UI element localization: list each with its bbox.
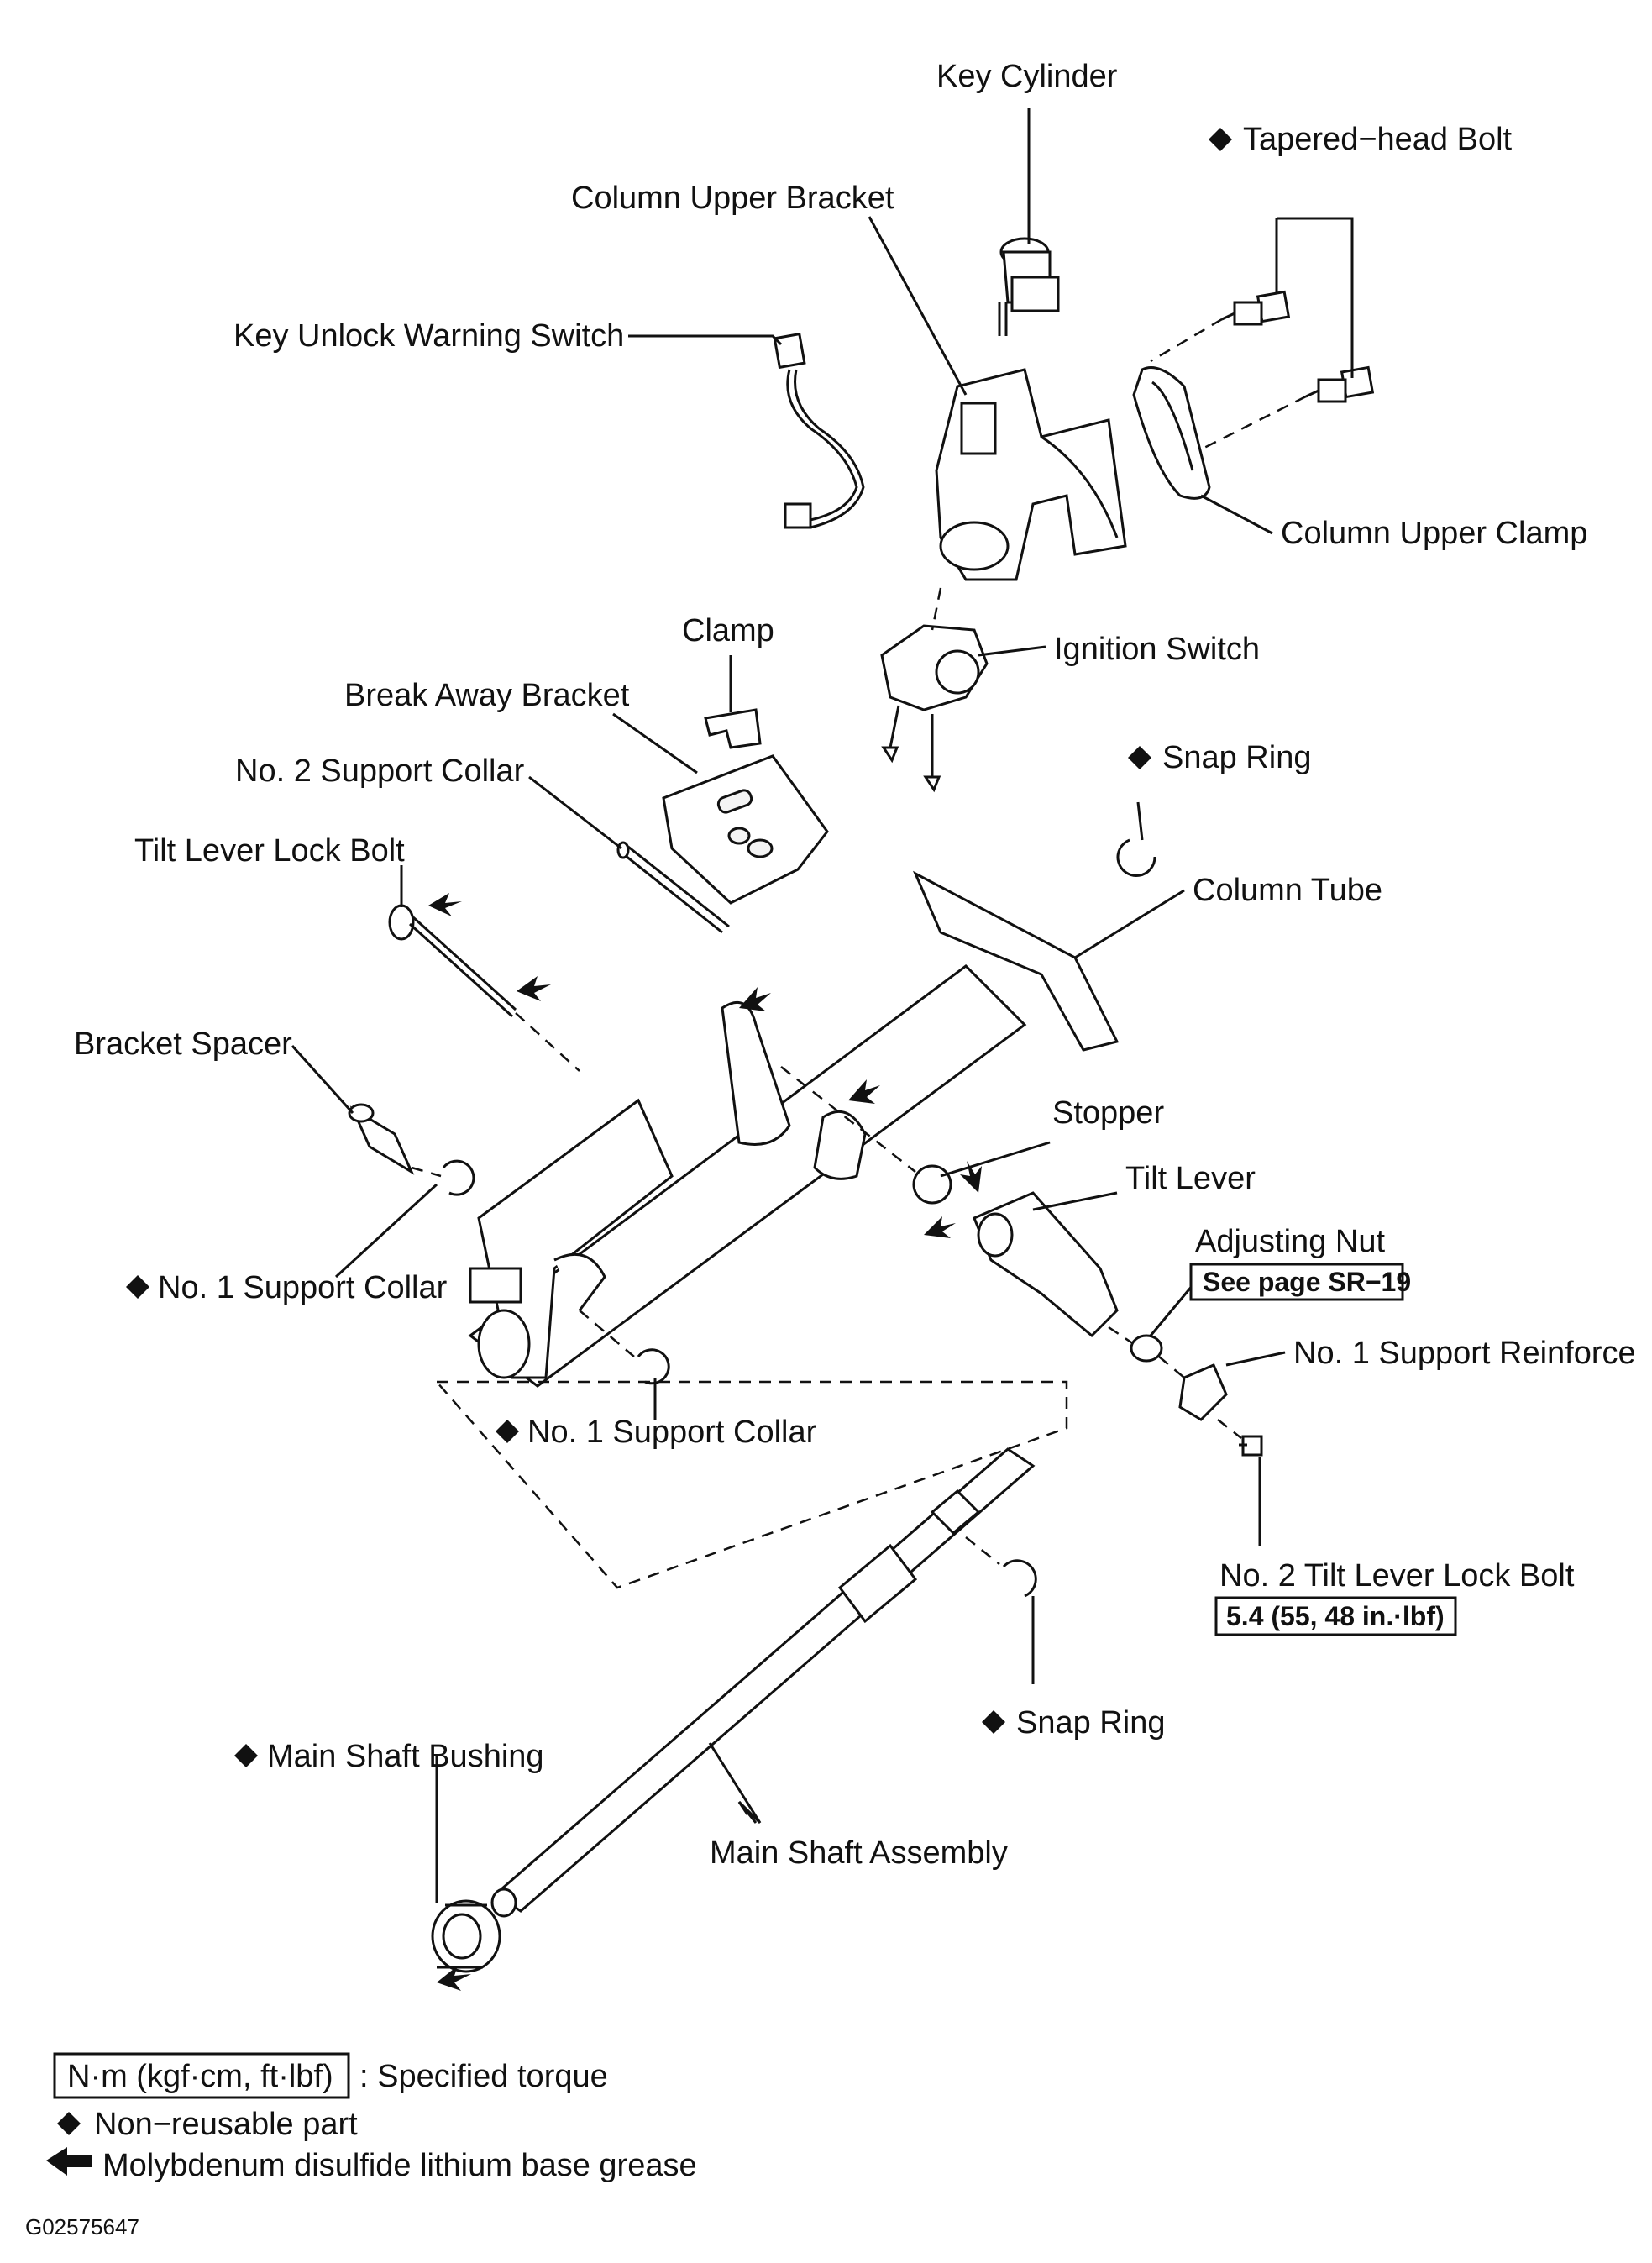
label-no2-tilt-lever-lock-bolt: No. 2 Tilt Lever Lock Bolt bbox=[1219, 1558, 1575, 1594]
leader-lines bbox=[291, 108, 1354, 1903]
no2-tilt-lever-lock-bolt-torque-box bbox=[1214, 1596, 1457, 1636]
label-column-upper-clamp: Column Upper Clamp bbox=[1281, 516, 1587, 551]
column-tube-part bbox=[468, 870, 1120, 1388]
diamond-icon bbox=[496, 1420, 519, 1443]
label-no1-support-collar-left: No. 1 Support Collar bbox=[158, 1270, 448, 1305]
adjusting-nut-part bbox=[1130, 1334, 1163, 1363]
diamond-icon bbox=[234, 1744, 258, 1767]
label-break-away-bracket: Break Away Bracket bbox=[344, 678, 630, 713]
label-no1-support-collar-center: No. 1 Support Collar bbox=[527, 1415, 817, 1450]
legend-torque-box-text: N·m (kgf·cm, ft·lbf) bbox=[67, 2059, 333, 2094]
grease-arrow-icon bbox=[46, 2147, 92, 2176]
no2-tilt-lever-lock-bolt-part bbox=[1217, 1419, 1263, 1457]
legend: N·m (kgf·cm, ft·lbf) : Specified torque … bbox=[25, 2052, 697, 2239]
label-stopper: Stopper bbox=[1052, 1095, 1164, 1131]
label-tilt-lever-lock-bolt: Tilt Lever Lock Bolt bbox=[134, 833, 405, 869]
label-clamp: Clamp bbox=[682, 613, 774, 648]
main-shaft-assembly-part bbox=[436, 1380, 1068, 1918]
label-tapered-head-bolt: Tapered−head Bolt bbox=[1243, 122, 1513, 157]
main-shaft-bushing-part bbox=[431, 1899, 501, 1973]
label-main-shaft-bushing: Main Shaft Bushing bbox=[267, 1739, 544, 1774]
label-adjusting-nut: Adjusting Nut bbox=[1195, 1224, 1385, 1259]
label-key-unlock-warning-switch: Key Unlock Warning Switch bbox=[233, 318, 624, 354]
clamp-part bbox=[704, 708, 762, 749]
label-no2-tilt-lever-lock-bolt-torque: 5.4 (55, 48 in.·lbf) bbox=[1226, 1601, 1445, 1631]
label-ignition-switch: Ignition Switch bbox=[1054, 632, 1260, 667]
key-unlock-warning-switch-part bbox=[773, 332, 865, 529]
label-main-shaft-assembly: Main Shaft Assembly bbox=[710, 1835, 1008, 1871]
bracket-spacer-part bbox=[348, 1103, 442, 1178]
key-cylinder-part bbox=[998, 237, 1060, 336]
label-snap-ring-bottom: Snap Ring bbox=[1016, 1705, 1165, 1741]
part-labels: Key Cylinder Tapered−head Bolt Column Up… bbox=[74, 59, 1636, 1871]
break-away-bracket-part bbox=[662, 754, 829, 905]
diamond-icon bbox=[1209, 128, 1232, 151]
legend-torque-text: : Specified torque bbox=[359, 2059, 608, 2094]
label-no1-support-reinforce: No. 1 Support Reinforce bbox=[1293, 1336, 1636, 1371]
no2-support-collar-part bbox=[616, 841, 730, 934]
no1-support-collar-left-part bbox=[442, 1159, 475, 1196]
label-adjusting-nut-ref: See page SR−19 bbox=[1203, 1267, 1411, 1297]
grease-arrows bbox=[428, 893, 982, 1991]
column-upper-clamp-part bbox=[1132, 366, 1211, 500]
legend-torque-box bbox=[53, 2052, 350, 2099]
legend-nonreusable-text: Non−reusable part bbox=[94, 2107, 358, 2142]
label-tilt-lever: Tilt Lever bbox=[1125, 1161, 1256, 1196]
diamond-icon bbox=[1128, 746, 1151, 769]
label-bracket-spacer: Bracket Spacer bbox=[74, 1026, 292, 1062]
diamond-icon bbox=[126, 1275, 149, 1299]
snap-ring-bottom-part bbox=[965, 1536, 1037, 1598]
adjusting-nut-ref-box bbox=[1189, 1263, 1404, 1301]
legend-grease-text: Molybdenum disulfide lithium base grease bbox=[102, 2148, 697, 2183]
figure-id: G02575647 bbox=[25, 2214, 139, 2239]
column-upper-bracket-part bbox=[935, 368, 1127, 581]
tilt-lever-part bbox=[973, 1191, 1135, 1346]
ignition-switch-part bbox=[880, 587, 989, 793]
diamond-icon bbox=[982, 1710, 1005, 1734]
tilt-lever-lock-bolt-part bbox=[388, 904, 580, 1072]
label-column-upper-bracket: Column Upper Bracket bbox=[571, 181, 894, 216]
label-snap-ring-top: Snap Ring bbox=[1162, 740, 1311, 775]
no1-support-reinforce-part bbox=[1158, 1356, 1228, 1421]
label-no2-support-collar: No. 2 Support Collar bbox=[235, 753, 525, 789]
label-key-cylinder: Key Cylinder bbox=[936, 59, 1118, 94]
diamond-icon bbox=[57, 2112, 81, 2135]
label-column-tube: Column Tube bbox=[1193, 873, 1382, 908]
tapered-head-bolts-part bbox=[1150, 290, 1375, 455]
snap-ring-top-part bbox=[1116, 838, 1156, 877]
